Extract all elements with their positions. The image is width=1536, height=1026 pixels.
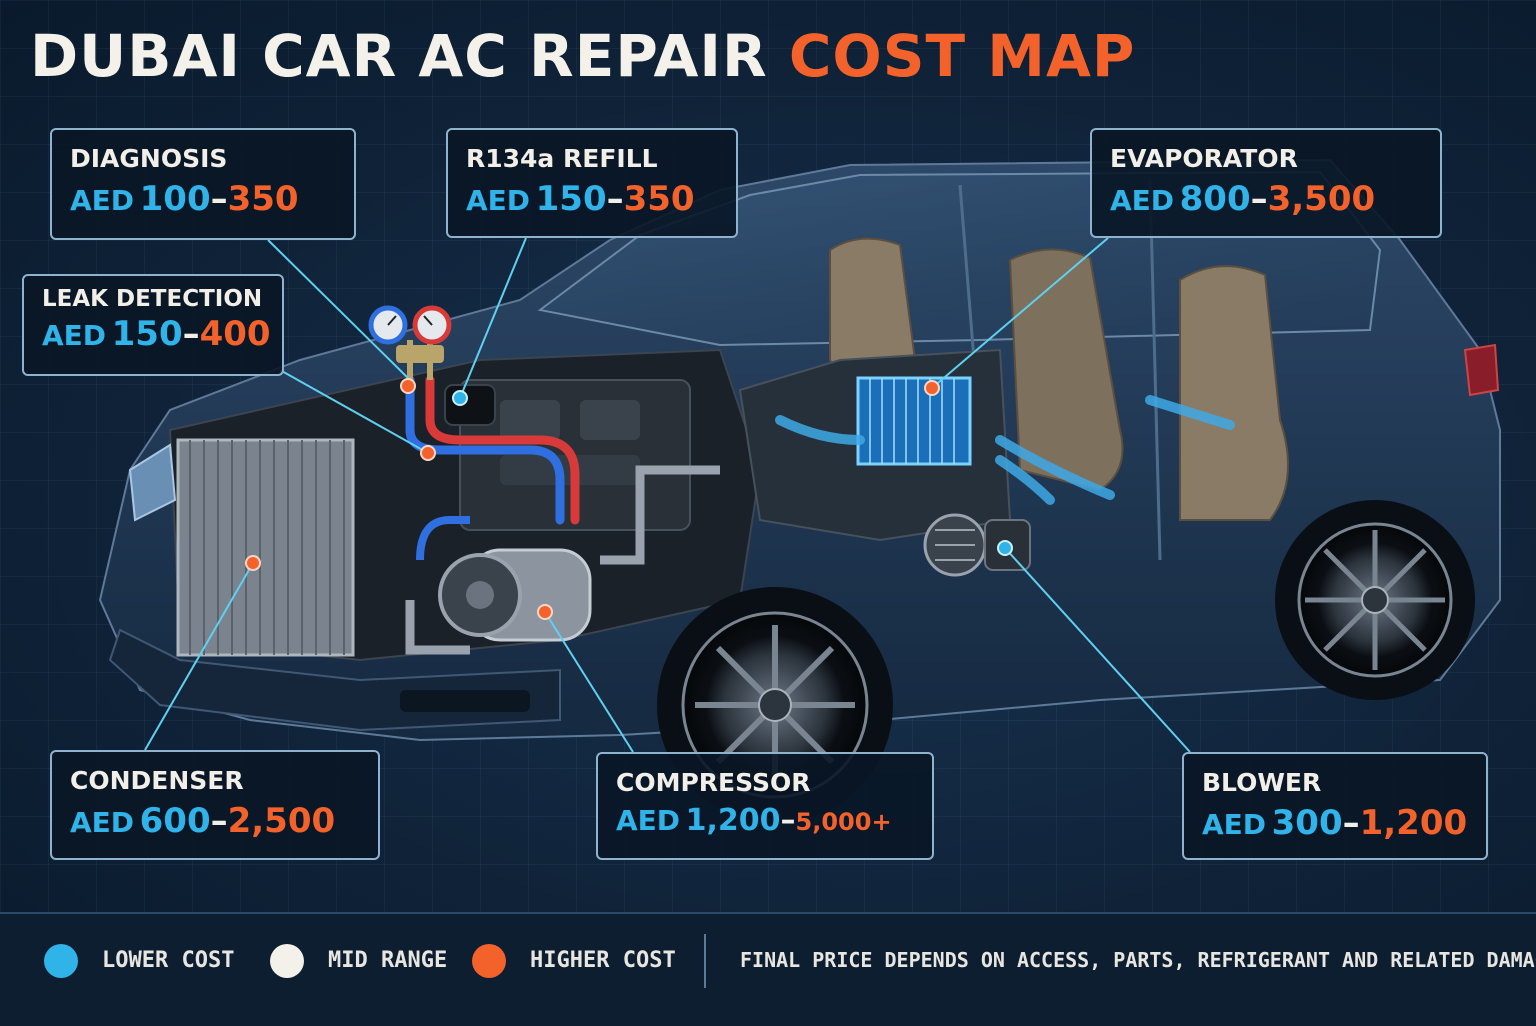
price-low: 800	[1179, 179, 1251, 219]
price-high: 400	[199, 314, 271, 354]
card-diagnosis: DIAGNOSIS AED 100–350	[50, 128, 356, 240]
marker-dots	[245, 378, 940, 620]
page-title: DUBAI CAR AC REPAIR COST MAP	[30, 22, 1135, 90]
legend-label-higher: HIGHER COST	[530, 948, 676, 973]
card-compressor: COMPRESSOR AED 1,200–5,000+	[596, 752, 934, 860]
title-main: DUBAI CAR AC REPAIR	[30, 22, 768, 90]
price-high: 350	[623, 179, 695, 219]
price-separator: –	[1342, 803, 1360, 843]
leader-lines	[144, 237, 1191, 753]
price-prefix: AED	[70, 184, 135, 217]
middle-seat	[1008, 248, 1124, 492]
price-prefix: AED	[616, 804, 681, 837]
refrigerant-high-pipe	[425, 375, 580, 525]
card-blower: BLOWER AED 300–1,200	[1182, 752, 1488, 860]
price-high: 5,000+	[795, 808, 892, 836]
price-separator: –	[210, 179, 228, 219]
price-separator: –	[182, 314, 200, 354]
legend-label-mid: MID RANGE	[328, 948, 448, 973]
card-price: AED 150–400	[42, 314, 271, 354]
price-high: 2,500	[227, 801, 336, 841]
price-prefix: AED	[1202, 808, 1267, 841]
card-leak-detection: LEAK DETECTION AED 150–400	[22, 274, 284, 376]
price-prefix: AED	[1110, 184, 1175, 217]
price-low: 150	[111, 314, 183, 354]
card-price: AED 1,200–5,000+	[616, 803, 914, 838]
higher-cost-dot-icon	[472, 944, 506, 978]
card-evaporator: EVAPORATOR AED 800–3,500	[1090, 128, 1442, 238]
hvac-housing	[738, 348, 1012, 542]
card-title: COMPRESSOR	[616, 768, 811, 797]
card-title: LEAK DETECTION	[42, 286, 263, 312]
price-separator: –	[1250, 179, 1268, 219]
airflow-arrows	[775, 395, 1235, 505]
title-accent: COST MAP	[788, 22, 1136, 90]
rear-wheel	[1275, 500, 1475, 700]
price-prefix: AED	[466, 184, 531, 217]
price-high: 350	[227, 179, 299, 219]
price-low: 600	[139, 801, 211, 841]
price-high: 3,500	[1267, 179, 1376, 219]
price-prefix: AED	[42, 319, 107, 352]
card-title: CONDENSER	[70, 766, 244, 795]
card-price: AED 600–2,500	[70, 801, 360, 841]
price-separator: –	[780, 803, 796, 838]
card-title: DIAGNOSIS	[70, 144, 228, 173]
card-title: R134a REFILL	[466, 144, 658, 173]
card-price: AED 100–350	[70, 179, 336, 219]
card-price: AED 300–1,200	[1202, 803, 1468, 843]
price-separator: –	[210, 801, 228, 841]
price-high: 1,200	[1359, 803, 1468, 843]
price-low: 100	[139, 179, 211, 219]
price-note: FINAL PRICE DEPENDS ON ACCESS, PARTS, RE…	[740, 948, 1536, 972]
price-low: 300	[1271, 803, 1343, 843]
price-low: 1,200	[685, 803, 781, 838]
legend-label-lower: LOWER COST	[102, 948, 235, 973]
blower-motor	[923, 513, 1031, 577]
legend-footer	[0, 912, 1536, 1026]
lower-cost-dot-icon	[44, 944, 78, 978]
price-separator: –	[606, 179, 624, 219]
card-condenser: CONDENSER AED 600–2,500	[50, 750, 380, 860]
card-r134a-refill: R134a REFILL AED 150–350	[446, 128, 738, 238]
card-price: AED 150–350	[466, 179, 718, 219]
card-title: BLOWER	[1202, 768, 1322, 797]
card-title: EVAPORATOR	[1110, 144, 1298, 173]
refrigerant-low-pipe	[405, 375, 565, 525]
rear-seat	[1179, 265, 1289, 521]
condenser-radiator	[176, 438, 355, 657]
price-prefix: AED	[70, 806, 135, 839]
compressor-unit	[438, 548, 592, 642]
price-low: 150	[535, 179, 607, 219]
manifold-gauges	[368, 305, 452, 380]
legend-divider	[704, 934, 706, 988]
card-price: AED 800–3,500	[1110, 179, 1422, 219]
mid-range-dot-icon	[270, 944, 304, 978]
